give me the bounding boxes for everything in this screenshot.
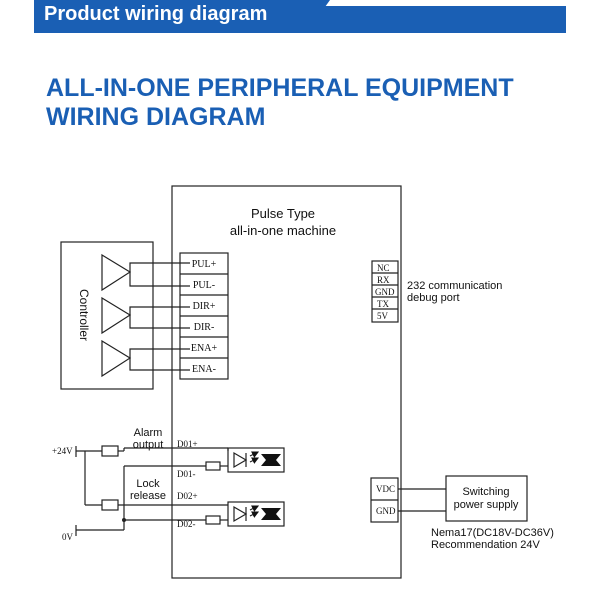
power-supply-label-line2: power supply xyxy=(454,499,519,511)
pin-d01-plus: D01+ xyxy=(177,439,198,449)
debug-pin-5v: 5V xyxy=(377,311,389,321)
voltage-24v: +24V xyxy=(52,446,73,456)
debug-port-label-line2: debug port xyxy=(407,292,460,304)
pin-d02-plus: D02+ xyxy=(177,491,198,501)
pin-dir-plus: DIR+ xyxy=(193,301,216,312)
driver-triangles xyxy=(101,253,190,378)
banner-title: Product wiring diagram xyxy=(44,3,268,25)
optocoupler-1 xyxy=(227,447,285,473)
page-title-line1: ALL-IN-ONE PERIPHERAL EQUIPMENT xyxy=(46,74,514,102)
debug-pin-tx: TX xyxy=(377,299,389,309)
pin-pul-plus: PUL+ xyxy=(192,259,217,270)
voltage-0v: 0V xyxy=(62,532,74,542)
power-supply-label-line1: Switching xyxy=(462,486,509,498)
pin-ena-plus: ENA+ xyxy=(191,343,218,354)
optocoupler-2 xyxy=(227,501,285,527)
page-title-line2: WIRING DIAGRAM xyxy=(46,103,266,131)
switching-power-supply-box xyxy=(445,475,528,522)
power-pin-gnd: GND xyxy=(376,506,396,516)
machine-title-line2: all-in-one machine xyxy=(230,223,336,238)
pin-d02-minus: D02- xyxy=(177,519,196,529)
machine-box xyxy=(171,185,402,579)
debug-port-label-line1: 232 communication xyxy=(407,280,502,292)
power-pin-block xyxy=(370,477,399,523)
alarm-label-line1: Alarm xyxy=(134,427,163,439)
debug-port-block xyxy=(371,260,399,323)
output-wiring xyxy=(75,445,229,536)
lock-label-line2: release xyxy=(130,490,166,502)
alarm-label-line2: output xyxy=(133,439,164,451)
debug-pin-nc: NC xyxy=(377,263,390,273)
pin-ena-minus: ENA- xyxy=(192,364,216,375)
banner-bar xyxy=(34,6,566,33)
debug-pin-gnd: GND xyxy=(375,287,395,297)
left-pin-block xyxy=(179,252,229,380)
lock-label-line1: Lock xyxy=(136,478,160,490)
power-note-line2: Recommendation 24V xyxy=(431,539,541,551)
power-pin-vdc: VDC xyxy=(376,484,395,494)
power-note-line1: Nema17(DC18V-DC36V) xyxy=(431,527,554,539)
debug-pin-rx: RX xyxy=(377,275,390,285)
pin-d01-minus: D01- xyxy=(177,469,196,479)
pin-pul-minus: PUL- xyxy=(193,280,215,291)
controller-box xyxy=(60,241,154,390)
controller-label: Controller xyxy=(77,289,91,341)
power-wiring xyxy=(398,488,446,512)
pin-dir-minus: DIR- xyxy=(194,322,215,333)
machine-title-line1: Pulse Type xyxy=(251,206,315,221)
page-title: ALL-IN-ONE PERIPHERAL EQUIPMENT WIRING D… xyxy=(46,74,514,132)
